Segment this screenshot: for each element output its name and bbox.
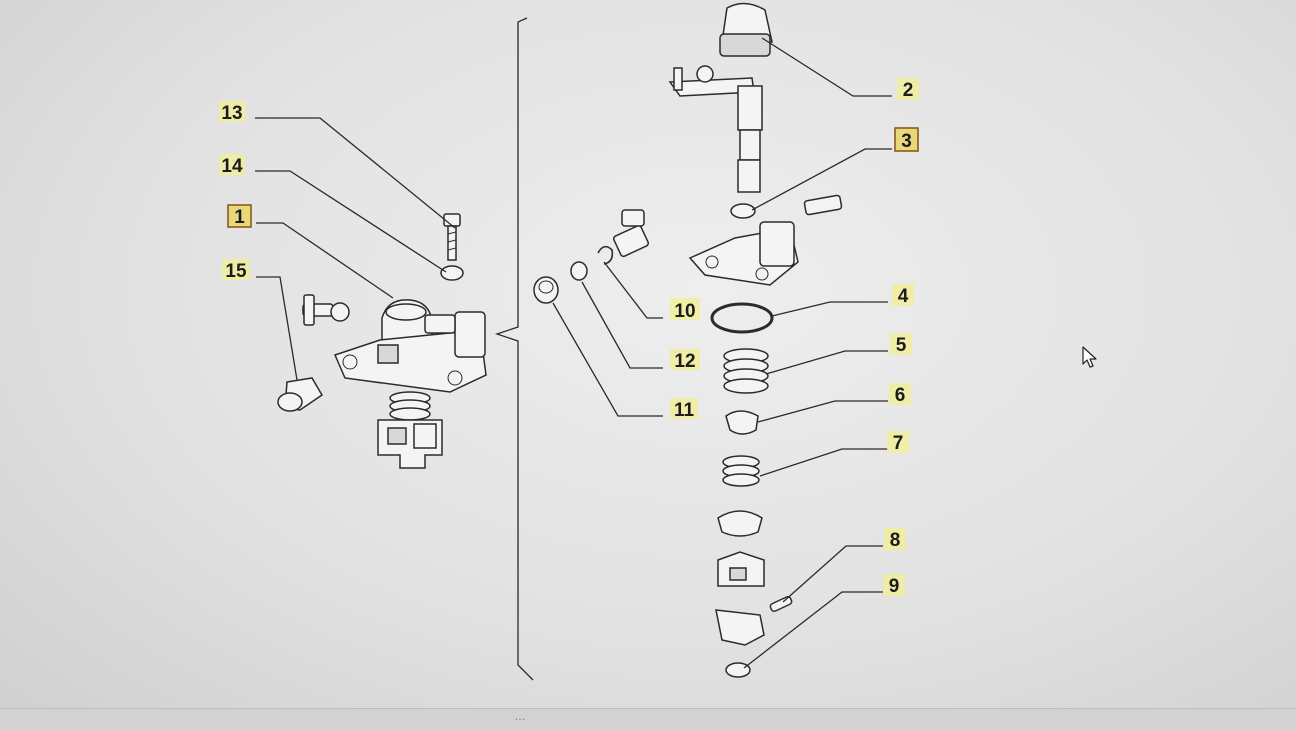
svg-text:7: 7 — [893, 433, 904, 454]
callout-8: 8 — [884, 528, 906, 551]
spring-seat — [717, 510, 763, 537]
svg-text:6: 6 — [895, 385, 906, 406]
part-8-pin — [769, 595, 793, 613]
svg-text:4: 4 — [898, 286, 909, 307]
upper-housing — [688, 194, 843, 286]
callout-4: 4 — [892, 284, 914, 307]
leader-4 — [771, 301, 888, 317]
leader-1 — [256, 222, 394, 299]
callout-6: 6 — [889, 383, 911, 406]
leader-12 — [581, 281, 663, 369]
leader-8 — [782, 545, 883, 603]
part-2-cap — [719, 2, 773, 57]
svg-text:9: 9 — [889, 576, 900, 597]
leader-9 — [743, 591, 883, 669]
selector-fork — [715, 609, 765, 646]
leader-14 — [255, 170, 447, 273]
part-9-washer — [725, 662, 751, 678]
svg-text:11: 11 — [674, 400, 695, 421]
leader-7 — [759, 448, 888, 477]
callout-13: 13 — [219, 101, 245, 124]
callout-2: 2 — [897, 78, 919, 101]
assembly-bracket — [494, 17, 534, 681]
part-6-cup — [725, 410, 759, 435]
part-11-cap — [533, 276, 559, 304]
leader-11 — [552, 302, 663, 417]
callout-12: 12 — [670, 349, 700, 372]
part-7-spring — [722, 455, 760, 487]
leader-13 — [255, 117, 456, 229]
leader-2 — [761, 37, 892, 97]
leader-15 — [256, 276, 298, 381]
part-12-ring — [570, 261, 588, 281]
footer-caption: ... — [515, 711, 526, 723]
leader-6 — [757, 400, 888, 423]
guide-block — [717, 551, 765, 587]
callout-3: 3 — [894, 127, 919, 152]
svg-text:2: 2 — [903, 80, 914, 101]
part-14-washer — [440, 265, 464, 281]
svg-text:3: 3 — [901, 131, 912, 152]
mouse-pointer-icon — [1082, 346, 1097, 368]
leader-3 — [751, 148, 892, 211]
part-lever-pin — [612, 209, 650, 258]
leader-10 — [603, 261, 663, 319]
callout-5: 5 — [890, 333, 912, 356]
callout-14: 14 — [219, 154, 245, 177]
bottom-status-bar: ... — [0, 708, 1296, 730]
svg-text:1: 1 — [234, 207, 245, 228]
part-10-circlip — [597, 245, 614, 265]
callout-10: 10 — [670, 298, 700, 322]
part-4-large-oring — [710, 302, 774, 334]
gear-selector-assembly — [302, 294, 487, 469]
part-5-spring — [723, 348, 769, 394]
svg-text:5: 5 — [896, 335, 907, 356]
callout-11: 11 — [670, 398, 698, 421]
svg-text:14: 14 — [221, 156, 243, 177]
callout-1: 1 — [227, 204, 252, 228]
selector-shaft — [668, 65, 763, 193]
leader-5 — [765, 350, 888, 375]
svg-text:8: 8 — [890, 530, 901, 551]
callout-9: 9 — [883, 574, 905, 597]
svg-text:13: 13 — [221, 103, 242, 124]
callout-7: 7 — [887, 431, 909, 454]
part-3-oring — [730, 203, 756, 219]
callout-15: 15 — [222, 259, 250, 282]
svg-text:12: 12 — [674, 351, 695, 372]
svg-text:15: 15 — [225, 261, 247, 282]
svg-text:10: 10 — [674, 301, 695, 322]
part-15-plug — [277, 377, 324, 412]
